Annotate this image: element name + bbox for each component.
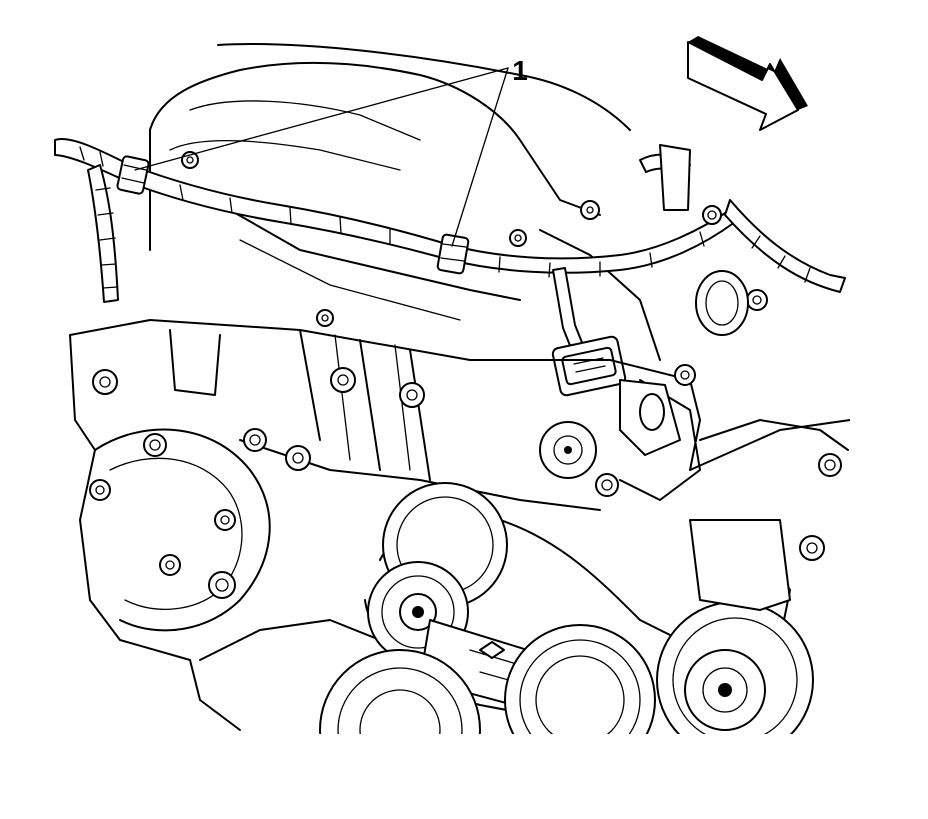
bolt <box>89 479 111 501</box>
callout-1: 1 <box>134 55 528 247</box>
bolt <box>799 535 825 561</box>
pulley-idler-upper <box>539 421 597 479</box>
bolt <box>509 229 527 247</box>
belt-tensioner <box>367 482 601 721</box>
bolt <box>159 554 181 576</box>
bracket-right <box>689 419 849 611</box>
bolt <box>702 205 722 225</box>
bolt <box>208 571 236 599</box>
bolt <box>285 445 311 471</box>
mount-bracket-center <box>619 379 681 456</box>
bolt <box>674 364 696 386</box>
bolt <box>330 367 356 393</box>
bolt <box>92 369 118 395</box>
electrical-connector <box>551 335 627 397</box>
bolt <box>399 382 425 408</box>
harness-clip-left <box>116 155 150 195</box>
bolts <box>89 151 842 599</box>
bolt <box>580 200 600 220</box>
coolant-outlet <box>695 270 749 336</box>
bolt <box>595 473 619 497</box>
bolt <box>746 289 768 311</box>
bolt <box>243 428 267 452</box>
callout-1-label: 1 <box>512 55 528 86</box>
bolt <box>818 453 842 477</box>
wiring-harness <box>54 138 846 349</box>
direction-arrow-icon <box>687 36 808 131</box>
bolt <box>214 509 236 531</box>
bolt <box>143 433 167 457</box>
harness-clip-right <box>436 233 470 275</box>
pulley-right <box>656 601 814 759</box>
bolt <box>316 309 334 327</box>
